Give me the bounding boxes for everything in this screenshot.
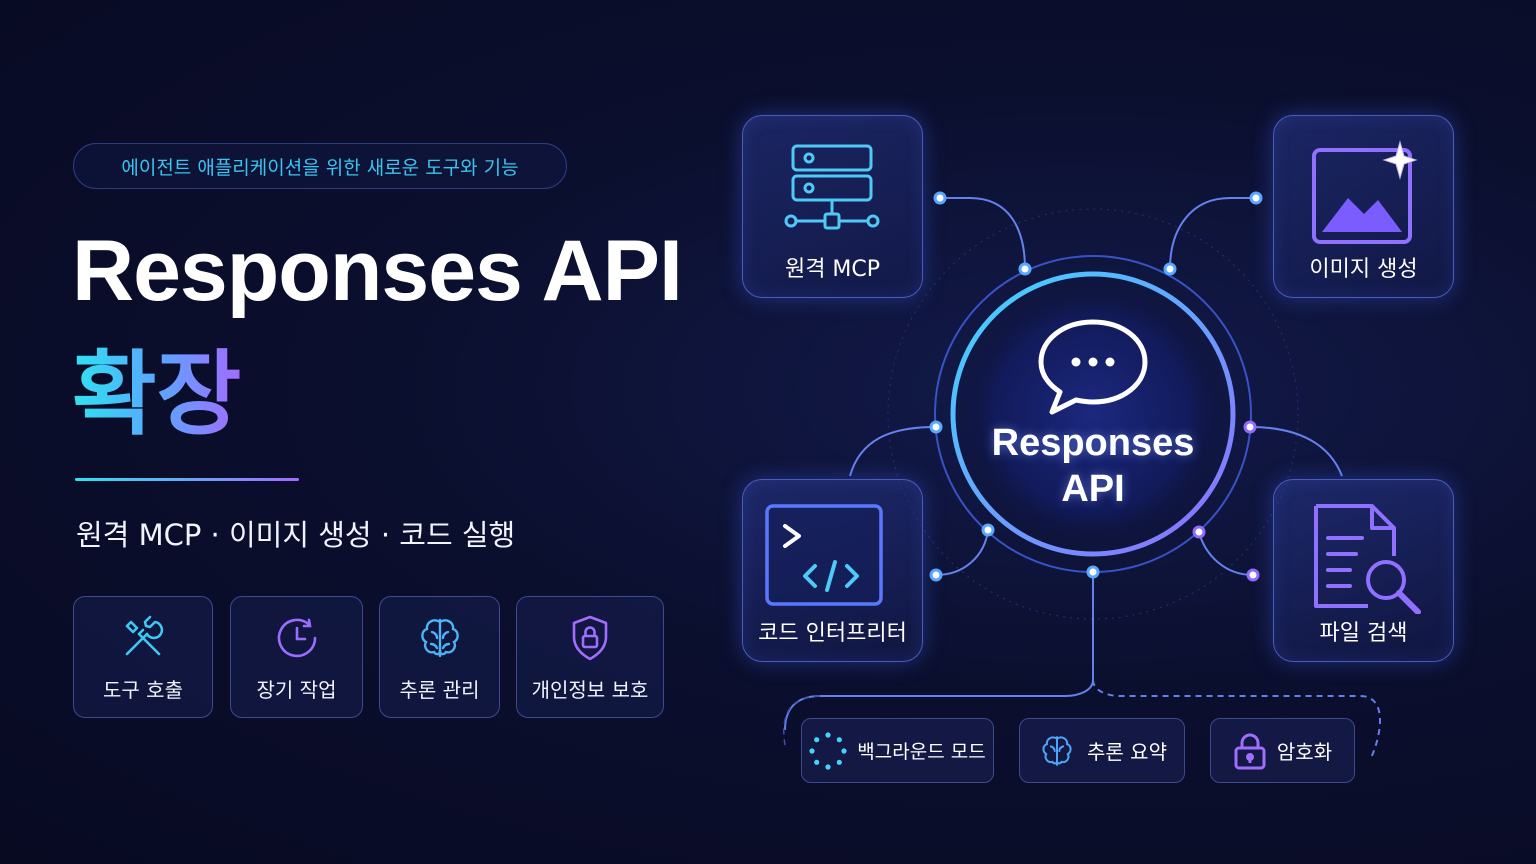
feature-card-label: 원격 MCP xyxy=(784,257,881,282)
image-sparkle-icon xyxy=(1312,140,1418,244)
feature-card-long-tasks: 장기 작업 xyxy=(230,596,363,718)
brain-icon xyxy=(1042,735,1072,766)
feature-card-label: 도구 호출 xyxy=(103,677,183,702)
feature-card-reasoning: 추론 관리 xyxy=(379,596,500,718)
subtitle: 원격 MCP · 이미지 생성 · 코드 실행 xyxy=(76,518,516,552)
page-title: Responses API xyxy=(72,223,683,319)
feature-card-tool-calling: 도구 호출 xyxy=(73,596,213,718)
hub-label: Responses API xyxy=(958,420,1228,512)
tagline-badge: 에이전트 애플리케이션을 위한 새로운 도구와 기능 xyxy=(73,143,567,189)
clock-icon xyxy=(277,618,316,657)
pill-label: 추론 요약 xyxy=(1087,740,1167,764)
tools-icon xyxy=(125,615,164,655)
connector-lines xyxy=(784,197,1381,761)
feature-card-file-search: 파일 검색 xyxy=(1273,479,1454,662)
chat-bubble-icon xyxy=(1038,319,1148,415)
hub-label-line2: API xyxy=(1061,468,1125,510)
title-divider xyxy=(75,478,299,481)
feature-card-image-generation: 이미지 생성 xyxy=(1273,115,1454,298)
connector-nodes xyxy=(929,191,1263,582)
feature-card-privacy: 개인정보 보호 xyxy=(516,596,664,718)
pill-reasoning-summary: 추론 요약 xyxy=(1019,718,1185,783)
shield-lock-icon xyxy=(572,615,608,660)
lock-icon xyxy=(1234,733,1266,769)
feature-card-label: 추론 관리 xyxy=(399,677,480,702)
feature-card-label: 장기 작업 xyxy=(256,677,337,702)
page-title-korean: 확장 xyxy=(72,320,241,453)
hub-circle xyxy=(950,271,1236,557)
hub-diagram xyxy=(783,191,1381,761)
server-network-icon xyxy=(784,144,880,230)
file-search-icon xyxy=(1314,504,1421,614)
feature-card-label: 파일 검색 xyxy=(1319,621,1408,646)
feature-card-label: 이미지 생성 xyxy=(1309,257,1418,282)
code-terminal-icon xyxy=(765,504,883,606)
brain-icon xyxy=(420,618,459,657)
feature-card-remote-mcp: 원격 MCP xyxy=(742,115,923,298)
outer-orbit xyxy=(887,208,1299,620)
pill-label: 암호화 xyxy=(1276,740,1333,764)
feature-card-label: 개인정보 보호 xyxy=(531,677,649,702)
feature-card-code-interpreter: 코드 인터프리터 xyxy=(742,479,923,662)
pill-background-mode: 백그라운드 모드 xyxy=(801,718,994,783)
pill-encryption: 암호화 xyxy=(1210,718,1355,783)
dotted-circle-icon xyxy=(809,731,847,770)
feature-card-label: 코드 인터프리터 xyxy=(758,621,907,646)
pill-label: 백그라운드 모드 xyxy=(857,741,986,763)
hub-label-line1: Responses xyxy=(991,422,1195,464)
